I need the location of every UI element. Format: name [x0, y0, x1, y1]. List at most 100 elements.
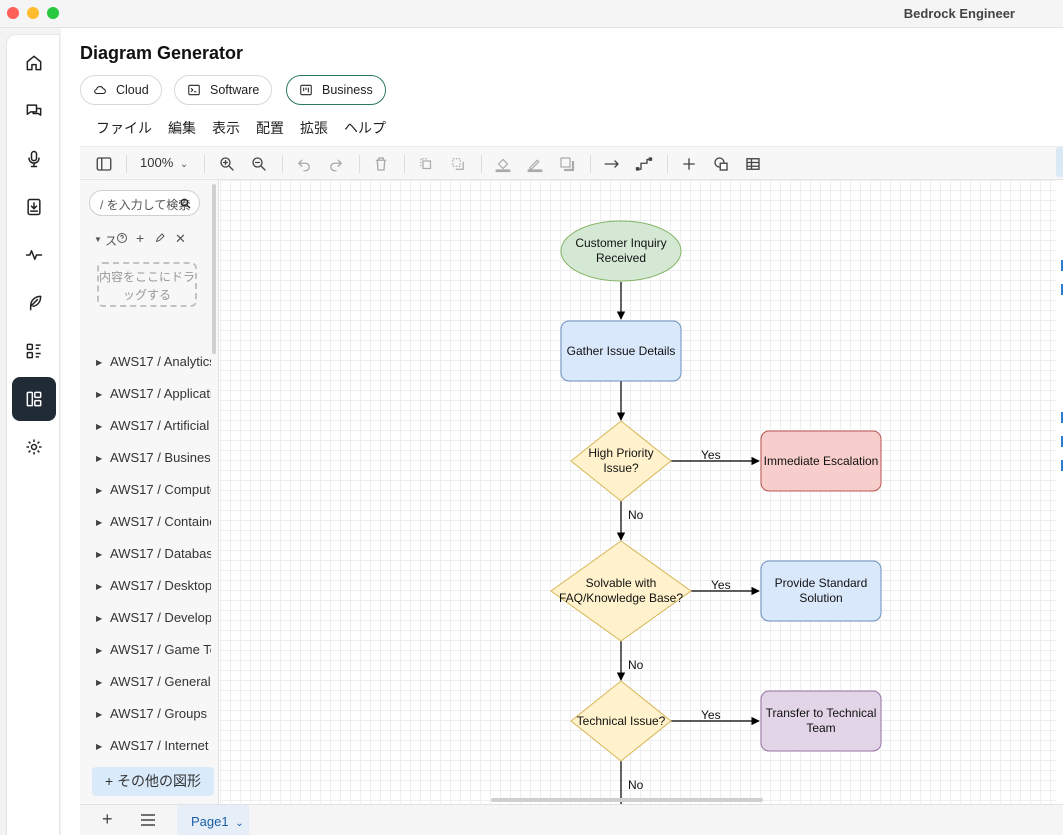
- node-escalation-shape[interactable]: [760, 430, 882, 492]
- diagram-canvas[interactable]: Customer Inquiry Received Gather Issue D…: [220, 180, 1063, 804]
- node-technical-shape[interactable]: [570, 680, 672, 762]
- caret-right-icon: ▶: [96, 582, 103, 591]
- library-item[interactable]: ▶AWS17 / Artificial Intelligence: [96, 418, 211, 438]
- activity-icon: [25, 250, 43, 260]
- left-navigation: [6, 34, 60, 835]
- library-item[interactable]: ▶AWS17 / Desktop & App Streaming: [96, 578, 211, 598]
- edge-label-yes: Yes: [701, 708, 721, 722]
- app-name: Bedrock Engineer: [903, 6, 1015, 21]
- insert-button[interactable]: [680, 155, 698, 173]
- menu-help[interactable]: ヘルプ: [344, 120, 386, 136]
- node-gather-shape[interactable]: [560, 320, 682, 382]
- nav-diagram[interactable]: [12, 377, 56, 421]
- help-icon[interactable]: [116, 232, 128, 247]
- menu-view[interactable]: 表示: [212, 120, 240, 136]
- close-window-button[interactable]: [7, 7, 19, 19]
- node-standard-shape[interactable]: [760, 560, 882, 622]
- zoom-out-button[interactable]: [250, 155, 268, 173]
- chip-software[interactable]: Software: [174, 75, 273, 105]
- library-item[interactable]: ▶AWS17 / General: [96, 674, 211, 694]
- edge-label-yes: Yes: [711, 578, 731, 592]
- library-item-label: AWS17 / Groups: [110, 706, 208, 721]
- zoom-select[interactable]: 100% ⌄: [140, 155, 188, 170]
- to-front-button[interactable]: [417, 155, 435, 173]
- scratchpad-header[interactable]: ▼ ス + ✕: [94, 230, 204, 248]
- nav-activity[interactable]: [12, 233, 56, 277]
- library-item[interactable]: ▶AWS17 / Compute: [96, 482, 211, 502]
- menu-extras[interactable]: 拡張: [300, 120, 328, 136]
- page-tab-page1[interactable]: Page1 ⌄: [177, 805, 249, 835]
- zoom-in-button[interactable]: [218, 155, 236, 173]
- format-panel-toggle[interactable]: [1056, 147, 1063, 177]
- nav-download[interactable]: [12, 185, 56, 229]
- gear-icon: [26, 439, 42, 455]
- shadow-button[interactable]: [558, 155, 576, 173]
- library-item[interactable]: ▶AWS17 / Analytics: [96, 354, 211, 374]
- library-item[interactable]: ▶AWS17 / Business Applications: [96, 450, 211, 470]
- minimize-window-button[interactable]: [27, 7, 39, 19]
- to-back-button[interactable]: [449, 155, 467, 173]
- search-icon: [180, 198, 191, 209]
- chat-icon: [26, 104, 42, 116]
- library-item[interactable]: ▶AWS17 / Developer Tools: [96, 610, 211, 630]
- close-icon[interactable]: ✕: [175, 231, 186, 246]
- table-button[interactable]: [744, 155, 762, 173]
- nav-settings[interactable]: [12, 425, 56, 469]
- scratchpad-dropzone[interactable]: 内容をここにドラッグする: [97, 262, 197, 307]
- nav-agents[interactable]: [12, 329, 56, 373]
- canvas-horizontal-scrollbar[interactable]: [491, 798, 763, 802]
- library-item[interactable]: ▶AWS17 / Game Tech: [96, 642, 211, 662]
- library-item[interactable]: ▶AWS17 / Containers: [96, 514, 211, 534]
- library-item[interactable]: ▶AWS17 / Groups: [96, 706, 211, 726]
- library-item[interactable]: ▶AWS17 / Internet of Things: [96, 738, 211, 758]
- redo-button[interactable]: [327, 155, 345, 173]
- fill-color-button[interactable]: [494, 155, 512, 173]
- nav-feather[interactable]: [12, 281, 56, 325]
- sidebar-scrollbar[interactable]: [212, 184, 216, 354]
- toolbar-divider: [404, 155, 405, 173]
- line-color-button[interactable]: [526, 155, 544, 173]
- menu-edit[interactable]: 編集: [168, 120, 196, 136]
- node-start-shape[interactable]: [560, 220, 682, 282]
- toolbar-divider: [481, 155, 482, 173]
- library-item-label: AWS17 / Developer Tools: [110, 610, 211, 625]
- page-bar: + Page1 ⌄: [80, 804, 1063, 835]
- chip-business[interactable]: Business: [286, 75, 386, 105]
- node-priority-shape[interactable]: [570, 420, 672, 502]
- chip-software-label: Software: [210, 83, 260, 97]
- add-page-button[interactable]: +: [102, 809, 113, 829]
- node-faq-shape[interactable]: [550, 540, 692, 642]
- shape-search-placeholder: / を入力して検索: [100, 198, 191, 212]
- node-transfer-shape[interactable]: [760, 690, 882, 752]
- fill-color-icon: [495, 158, 511, 173]
- toggle-sidebar-button[interactable]: [95, 155, 113, 173]
- pages-menu-button[interactable]: [140, 813, 156, 832]
- panel-marker: [1061, 260, 1063, 271]
- undo-button[interactable]: [295, 155, 313, 173]
- menu-arrange[interactable]: 配置: [256, 120, 284, 136]
- library-item[interactable]: ▶AWS17 / Application Services: [96, 386, 211, 406]
- maximize-window-button[interactable]: [47, 7, 59, 19]
- menu-file[interactable]: ファイル: [96, 120, 152, 136]
- toolbar-divider: [282, 155, 283, 173]
- connection-button[interactable]: [603, 155, 621, 173]
- home-icon: [26, 55, 42, 71]
- nav-voice[interactable]: [12, 137, 56, 181]
- nav-chat[interactable]: [12, 89, 56, 133]
- nav-home[interactable]: [12, 41, 56, 85]
- node-standard-label: Provide Standard Solution: [774, 576, 868, 605]
- library-item[interactable]: ▶AWS17 / Database: [96, 546, 211, 566]
- toolbar-divider: [126, 155, 127, 173]
- more-shapes-button[interactable]: + その他の図形: [92, 767, 214, 796]
- edit-icon[interactable]: [154, 232, 166, 247]
- delete-button[interactable]: [372, 155, 390, 173]
- shape-search-input[interactable]: / を入力して検索: [89, 190, 200, 216]
- waypoints-button[interactable]: [635, 155, 653, 173]
- page-tab-label: Page1: [191, 814, 229, 829]
- node-faq-label: Solvable with FAQ/Knowledge Base?: [558, 576, 684, 605]
- shapes-button[interactable]: [712, 155, 730, 173]
- chip-cloud[interactable]: Cloud: [80, 75, 162, 105]
- add-icon[interactable]: +: [136, 230, 145, 246]
- terminal-icon: [188, 84, 200, 96]
- edge-label-no: No: [628, 508, 644, 522]
